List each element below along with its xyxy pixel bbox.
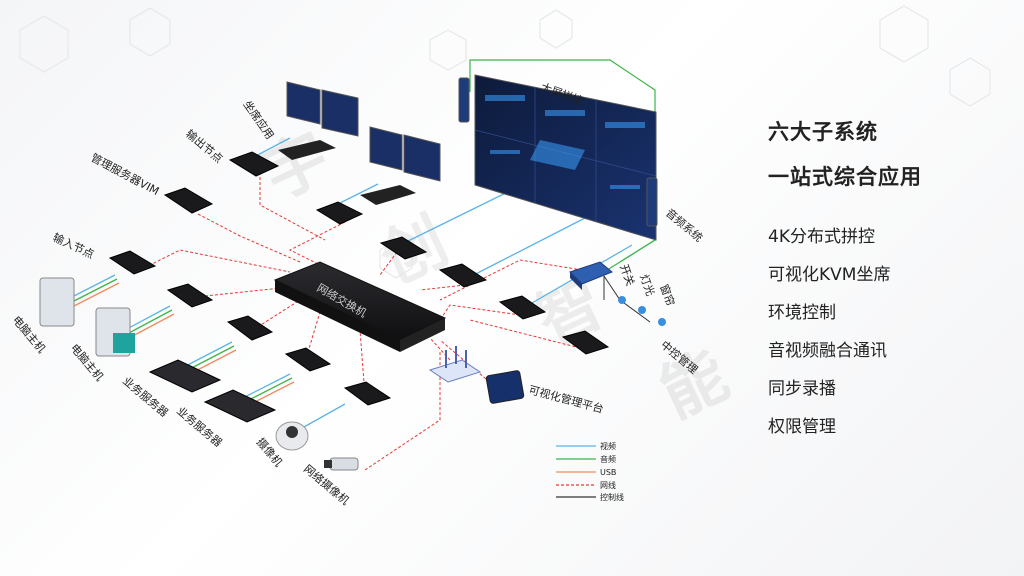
label-biz-server-2: 业务服务器 [174,404,224,449]
seat-workstation-1 [278,81,359,160]
control-icons [618,296,666,326]
legend-item-control: 控制线 [556,492,624,502]
big-screen-wall [474,74,657,241]
tablet-device [485,370,525,404]
legend-label-usb: USB [600,468,616,477]
central-controller [569,261,613,290]
node-boxes [108,151,610,406]
panel-title-1: 六大子系统 [768,120,878,144]
label-audio-system: 音频系统 [663,206,706,245]
label-central: 中控管理 [658,338,701,377]
feature-item: 音视频融合通讯 [768,341,887,361]
feature-item: 同步录播 [768,379,836,399]
label-input-node: 输入节点 [51,230,97,261]
feature-item: 可视化KVM坐席 [768,265,891,285]
label-seat-app: 坐席应用 [241,98,278,142]
legend-item-usb: USB [556,468,616,477]
network-switch [273,261,447,352]
legend-item-video: 视频 [556,441,616,451]
feature-panel: 六大子系统 一站式综合应用 4K分布式拼控 可视化KVM坐席 环境控制 音视频融… [768,118,1008,455]
legend-label-control: 控制线 [600,492,624,502]
legend-label-network: 网线 [600,480,616,490]
panel-title-2: 一站式综合应用 [768,165,922,189]
label-biz-server-1: 业务服务器 [120,374,170,419]
legend-label-audio: 音频 [600,454,616,464]
legend-label-video: 视频 [600,441,616,451]
audio-lines [469,59,656,273]
feature-item: 权限管理 [768,417,836,437]
ip-camera [324,457,359,471]
label-visual-platform: 可视化管理平台 [527,382,605,415]
label-vim: 管理服务器VIM [89,150,162,198]
label-light: 灯光 [637,272,658,297]
feature-item: 环境控制 [768,303,836,323]
pc-towers [39,277,135,357]
legend-item-network: 网线 [556,480,616,490]
feature-list: 4K分布式拼控 可视化KVM坐席 环境控制 音视频融合通讯 同步录播 权限管理 [768,227,1008,455]
feature-item: 4K分布式拼控 [768,227,875,247]
wifi-router [428,346,482,383]
seat-workstation-2 [360,126,441,205]
speakers-right [646,177,658,227]
label-curtain: 窗帘 [657,282,678,307]
legend: 视频 音频 USB 网线 控制线 [556,441,624,502]
label-output-node: 输出节点 [183,127,226,166]
business-servers [148,359,277,423]
speakers-left [458,77,470,123]
legend-item-audio: 音频 [556,454,616,464]
ptz-camera [275,421,309,451]
label-power: 开关 [617,262,638,287]
